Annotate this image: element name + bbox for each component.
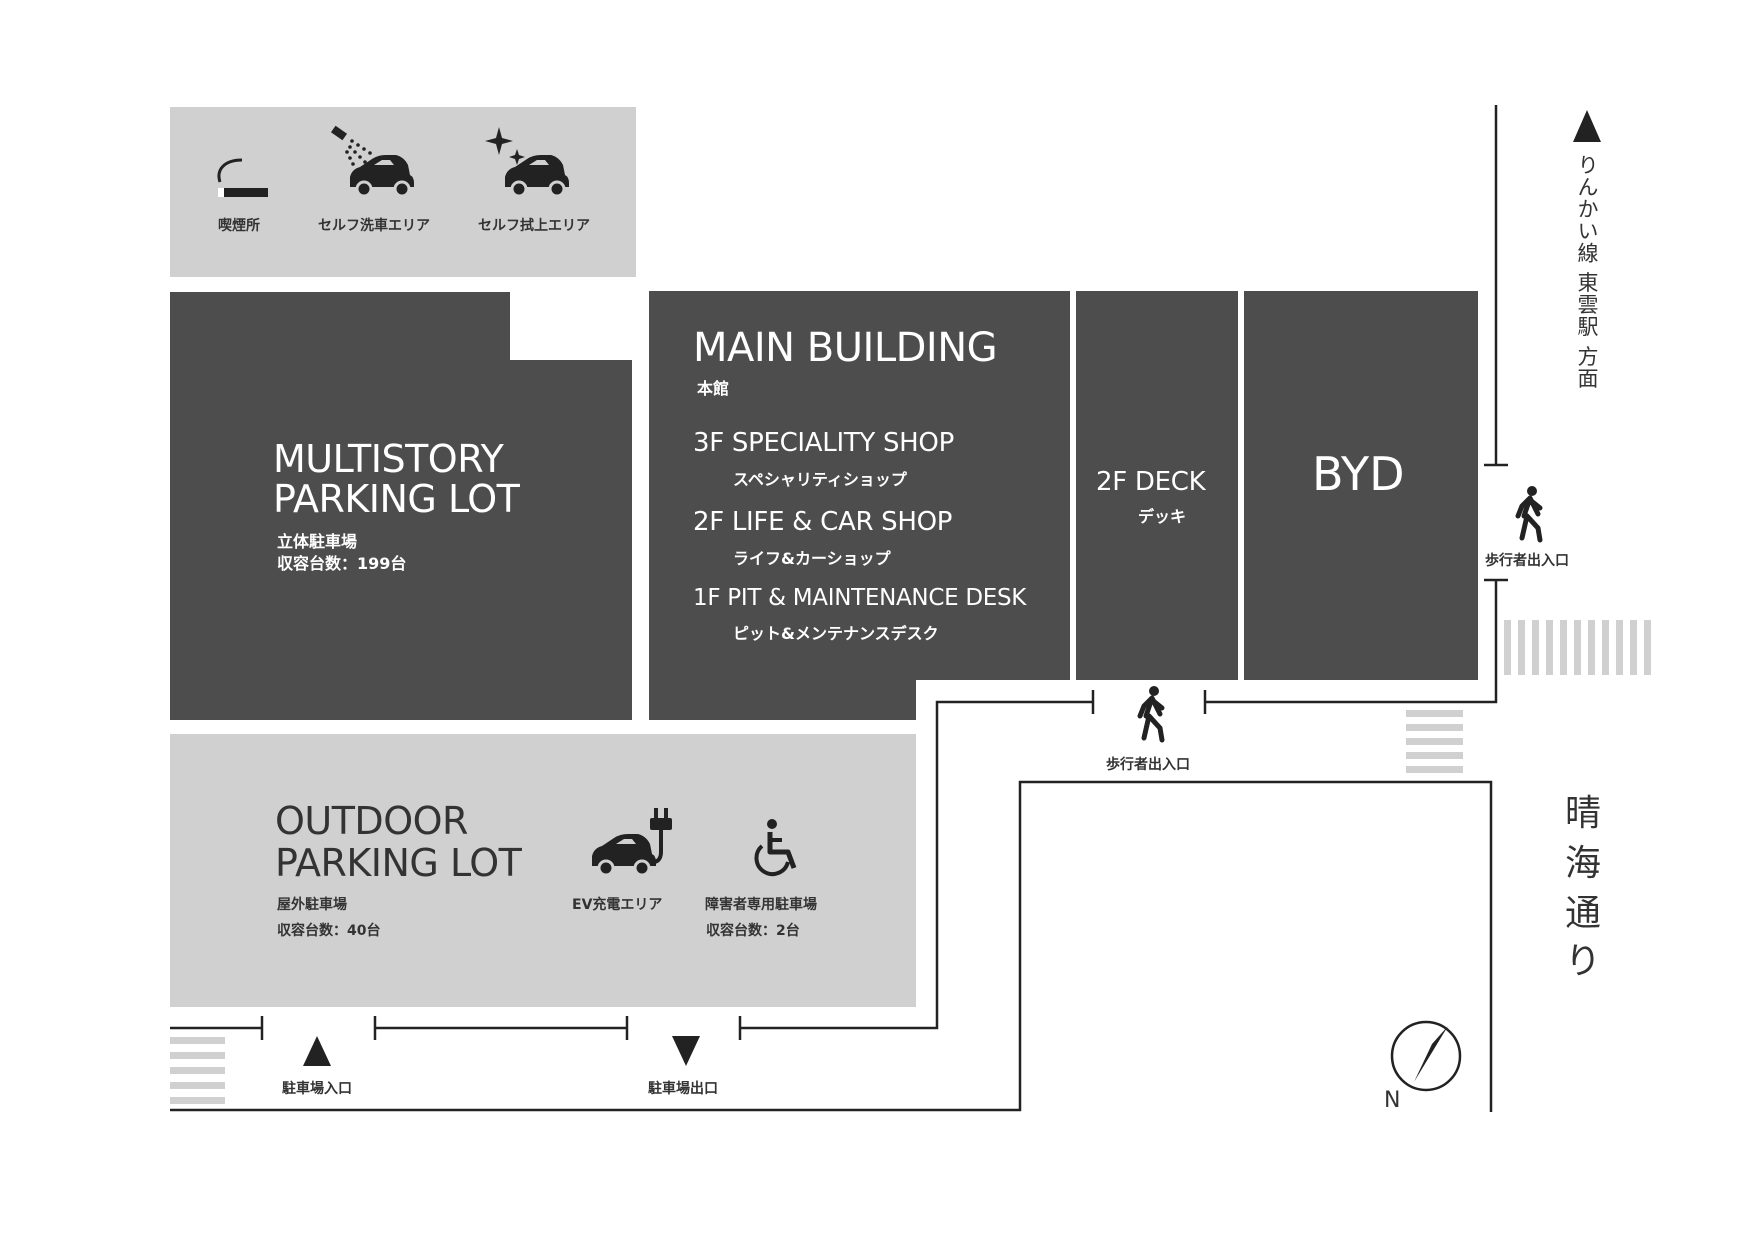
deck-jp: デッキ <box>1138 507 1187 526</box>
multistory-parking-lot: MULTISTORY PARKING LOT 立体駐車場 収容台数：199台 <box>170 292 632 720</box>
parking-entrance-arrow <box>303 1036 331 1066</box>
parking-entrance-label: 駐車場入口 <box>282 1081 352 1097</box>
multistory-title-1: MULTISTORY <box>273 437 504 481</box>
multistory-jp: 立体駐車場 <box>277 532 358 551</box>
outdoor-title-1: OUTDOOR <box>275 799 468 843</box>
floor-2f: 2F LIFE & CAR SHOP <box>693 507 953 537</box>
pedestrian-label-deck: 歩行者出入口 <box>1106 757 1190 773</box>
road-name-1: 晴 <box>1565 793 1602 834</box>
crosswalk-stripes <box>170 620 1651 1104</box>
ev-label: EV充電エリア <box>572 897 663 913</box>
main-building-title: MAIN BUILDING <box>693 325 998 371</box>
byd-label: BYD <box>1312 447 1405 501</box>
outdoor-jp: 屋外駐車場 <box>277 897 347 913</box>
floor-2f-jp: ライフ&カーショップ <box>733 549 891 568</box>
floor-3f: 3F SPECIALITY SHOP <box>693 428 954 458</box>
outdoor-capacity: 収容台数：40台 <box>277 923 381 939</box>
pedestrian-icon <box>1137 686 1165 743</box>
north-direction-arrow <box>1573 110 1601 142</box>
pedestrian-icon <box>1515 486 1543 543</box>
car-sparkle-icon <box>485 127 569 198</box>
multistory-title-2: PARKING LOT <box>273 477 520 521</box>
outdoor-title-2: PARKING LOT <box>275 841 522 885</box>
accessible-label: 障害者専用駐車場 <box>705 897 817 913</box>
smoking-icon <box>217 158 268 197</box>
facilities-area: 喫煙所 セルフ洗車エリア セルフ拭上エリア <box>170 107 636 277</box>
self-wash-label: セルフ洗車エリア <box>318 218 430 234</box>
deck-label: 2F DECK <box>1096 467 1206 497</box>
floor-3f-jp: スペシャリティショップ <box>733 470 907 489</box>
car-wash-icon <box>330 125 414 198</box>
main-building: MAIN BUILDING 本館 3F SPECIALITY SHOP スペシャ… <box>649 291 1070 720</box>
road-name-4: り <box>1565 941 1602 982</box>
floor-1f-jp: ピット&メンテナンスデスク <box>733 624 939 643</box>
wheelchair-icon <box>754 819 797 877</box>
parking-exit-arrow <box>672 1036 700 1066</box>
byd-building: BYD <box>1244 291 1478 680</box>
floor-1f: 1F PIT & MAINTENANCE DESK <box>693 585 1027 611</box>
parking-exit-label: 駐車場出口 <box>648 1081 718 1097</box>
compass-icon <box>1390 1020 1462 1092</box>
outdoor-parking-lot: OUTDOOR PARKING LOT 屋外駐車場 収容台数：40台 EV充電エ… <box>170 734 916 1007</box>
main-building-jp: 本館 <box>697 379 730 398</box>
accessible-capacity: 収容台数：2台 <box>706 923 800 939</box>
rinkai-direction: りんかい線 東雲駅 方面 <box>1575 154 1599 390</box>
compass-north-label: N <box>1384 1088 1401 1113</box>
deck-2f: 2F DECK デッキ <box>1076 291 1238 680</box>
road-name-3: 通 <box>1565 893 1602 934</box>
multistory-capacity: 収容台数：199台 <box>277 554 407 573</box>
smoking-label: 喫煙所 <box>218 218 260 234</box>
ev-charging-icon <box>592 808 672 877</box>
pedestrian-label-east: 歩行者出入口 <box>1485 553 1569 569</box>
road-name-2: 海 <box>1565 843 1602 884</box>
self-wipe-label: セルフ拭上エリア <box>478 218 590 234</box>
